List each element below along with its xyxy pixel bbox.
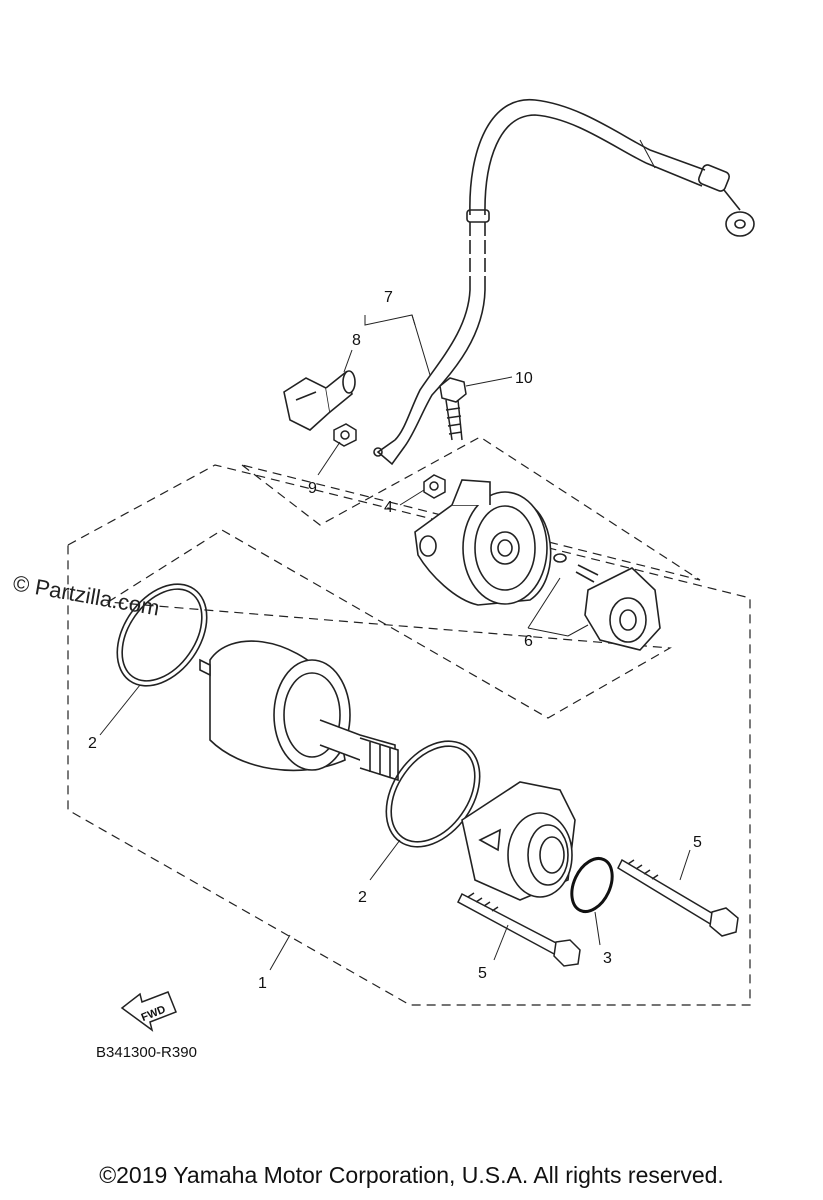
callout-2-upper: 2 [88, 735, 97, 752]
leader-lines [99, 314, 691, 971]
cap-part [283, 370, 356, 431]
callout-2-lower: 2 [358, 889, 367, 906]
partzilla-watermark: © Partzilla.com [11, 570, 161, 620]
brush-holder-part [553, 553, 661, 651]
yoke-armature [199, 640, 399, 782]
callout-8: 8 [352, 332, 361, 349]
bolt-part-5-left [457, 892, 581, 967]
front-cover-housing [461, 781, 576, 901]
fwd-arrow-icon: FWD [120, 991, 177, 1032]
o-ring-upper [116, 583, 208, 687]
bolt-part-5-right [617, 858, 739, 937]
nut-part [333, 423, 357, 447]
callout-4: 4 [384, 499, 393, 516]
callout-9: 9 [308, 480, 317, 497]
diagram-code: B341300-R390 [96, 1044, 197, 1061]
callout-5-right: 5 [693, 834, 702, 851]
callout-1: 1 [258, 975, 267, 992]
callout-7: 7 [384, 289, 393, 306]
starter-lead-wire [373, 99, 755, 466]
assembly-outline-outer [67, 464, 751, 1006]
callout-6: 6 [524, 633, 533, 650]
assembly-outline-inner [106, 529, 672, 719]
callout-5-left: 5 [478, 965, 487, 982]
o-ring-3 [570, 857, 614, 913]
assembly-outline-upper [241, 436, 701, 581]
callout-3: 3 [603, 950, 612, 967]
rear-cover-housing [414, 479, 552, 606]
nut-part-4 [423, 474, 446, 499]
copyright-notice: ©2019 Yamaha Motor Corporation, U.S.A. A… [99, 1162, 724, 1188]
callout-10: 10 [515, 370, 533, 387]
bolt-part-10 [439, 377, 467, 441]
